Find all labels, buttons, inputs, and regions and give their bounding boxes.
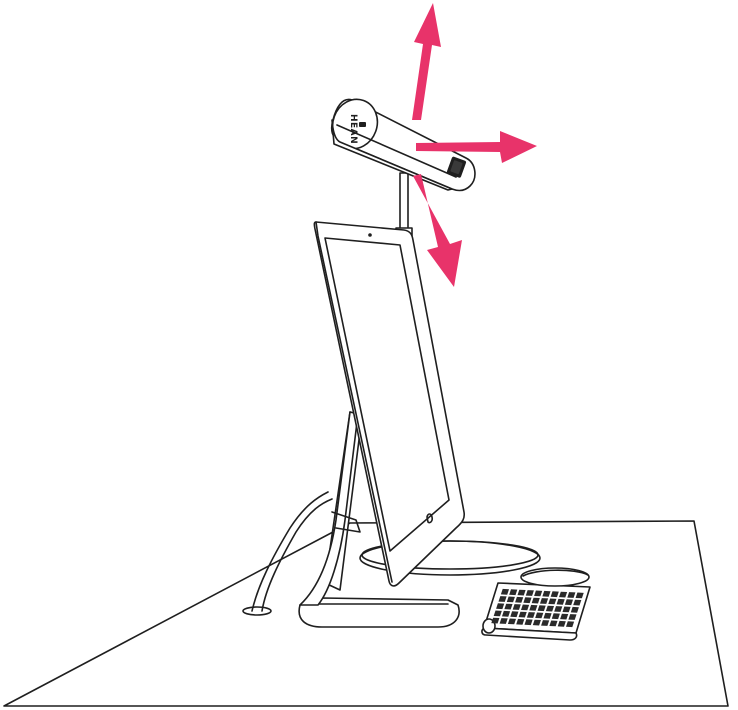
mouse <box>521 568 589 586</box>
arrow-up-icon <box>412 3 441 120</box>
direction-arrows <box>412 3 537 287</box>
keyboard <box>482 583 590 640</box>
webcam-mount-pole <box>396 173 412 238</box>
cable-grommet <box>243 607 271 615</box>
monitor-camera-dot <box>368 233 372 237</box>
webcam-logo-mark-icon <box>359 122 366 127</box>
arrow-down-icon <box>413 174 462 287</box>
webcam-logo: HEAN <box>348 114 358 144</box>
